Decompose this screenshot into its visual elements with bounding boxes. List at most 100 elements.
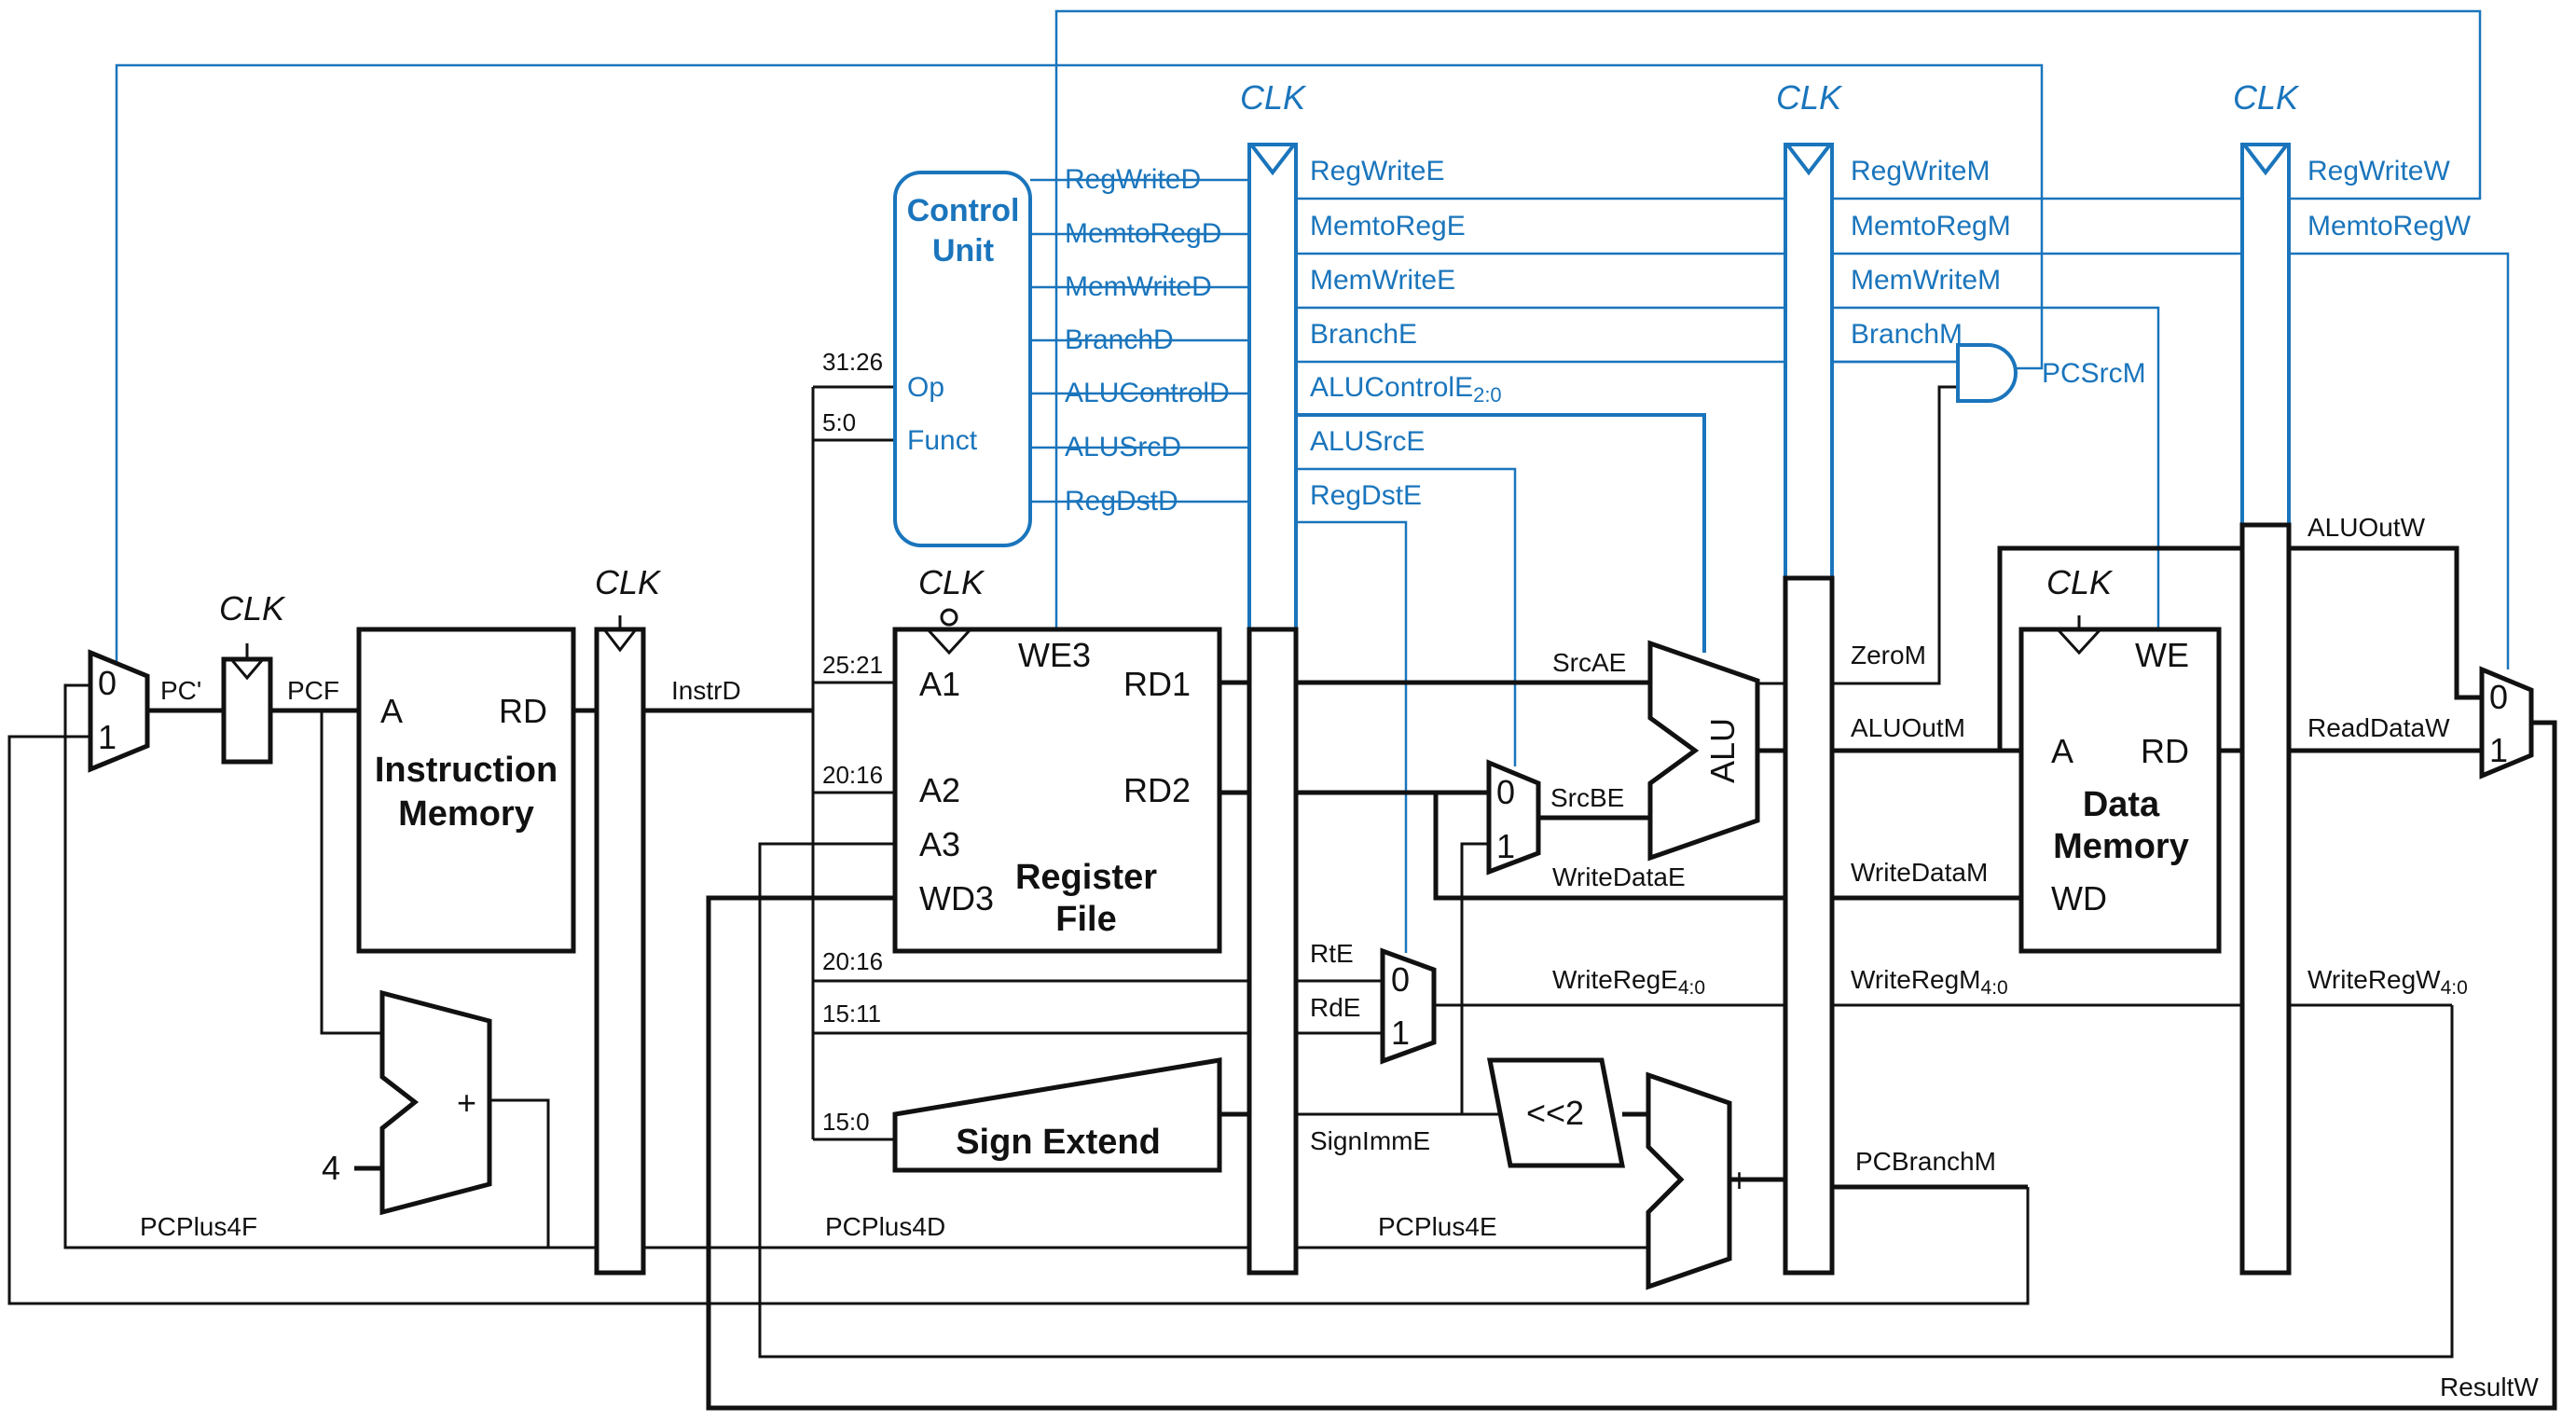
ctl-branchm: BranchM	[1851, 319, 1963, 350]
sig-instrd: InstrD	[671, 676, 741, 705]
bits-20-16-b: 20:16	[822, 947, 883, 975]
clk-label-mw: CLK	[2233, 78, 2300, 117]
ctl-memwrited: MemWriteD	[1065, 271, 1212, 302]
bits-31-26: 31:26	[822, 348, 883, 376]
fd-register	[594, 627, 646, 1276]
data-wires	[7, 385, 2557, 1411]
ctl-regdstd: RegDstD	[1065, 486, 1178, 517]
ctl-memtoregm: MemtoRegM	[1851, 211, 2011, 241]
sig-pcsrcm: PCSrcM	[2042, 358, 2146, 389]
imem-title-line2: Memory	[398, 794, 534, 834]
bits-20-16-a: 20:16	[822, 761, 883, 789]
sig-writerege-name: WriteRegE	[1552, 965, 1678, 994]
em-register	[1783, 575, 1835, 1276]
bits-25-21: 25:21	[822, 651, 883, 679]
ctl-regwrited: RegWriteD	[1065, 164, 1201, 195]
ctl-alusrce: ALUSrcE	[1310, 426, 1425, 457]
bits-15-0: 15:0	[822, 1108, 870, 1136]
control-wires	[115, 9, 2510, 953]
control-unit-title-line1: Control	[907, 193, 1020, 228]
sig-writeregm-sub: 4:0	[1981, 977, 2008, 999]
clk-label-dmem: CLK	[2046, 563, 2114, 601]
pcplus4-adder	[379, 989, 492, 1216]
de-register	[1247, 627, 1299, 1276]
ctl-alusrcd: ALUSrcD	[1065, 432, 1181, 462]
control-unit-op: Op	[907, 372, 944, 403]
shift-left-2	[1486, 1057, 1626, 1168]
regfile-a3: A3	[919, 825, 960, 863]
dmem-port-we: WE	[2135, 636, 2189, 674]
imem-port-rd: RD	[499, 692, 547, 730]
bits-15-11: 15:11	[822, 1000, 881, 1028]
control-unit-title-line2: Unit	[932, 233, 994, 269]
shift-left-2-label: <<2	[1526, 1094, 1584, 1132]
alu	[1647, 640, 1760, 862]
dmem-title-line2: Memory	[2053, 827, 2189, 866]
branch-adder-plus: +	[1729, 1161, 1749, 1199]
bits-5-0: 5:0	[822, 408, 856, 436]
sig-pcplus4d: PCPlus4D	[825, 1212, 945, 1241]
dmem-title-line1: Data	[2083, 785, 2160, 824]
sig-writeregw: WriteRegW4:0	[2307, 965, 2468, 999]
sig-writerege: WriteRegE4:0	[1552, 965, 1705, 999]
mw-register-control	[2240, 143, 2291, 527]
control-unit-funct: Funct	[907, 425, 978, 456]
ctl-branchd: BranchD	[1065, 324, 1174, 355]
pc-register	[221, 656, 273, 765]
sig-writeregw-name: WriteRegW	[2307, 965, 2441, 994]
sig-aluoutw: ALUOutW	[2307, 513, 2426, 542]
result-mux-in0: 0	[2489, 678, 2508, 716]
pc-mux	[88, 649, 150, 773]
sig-srcbe: SrcBE	[1550, 783, 1624, 812]
mw-register	[2239, 522, 2292, 1276]
ctl-memwritem: MemWriteM	[1851, 265, 2001, 296]
control-unit	[893, 171, 1032, 547]
regfile-rd2: RD2	[1123, 771, 1191, 809]
writereg-mux-in0: 0	[1391, 960, 1410, 999]
regfile-a1: A1	[919, 665, 960, 703]
srcb-mux-in1: 1	[1496, 827, 1515, 865]
constant-four: 4	[322, 1149, 340, 1187]
sig-signimme: SignImmE	[1310, 1126, 1430, 1155]
ctl-alucontrole-sub: 2:0	[1473, 383, 1502, 407]
imem-title-line1: Instruction	[375, 751, 558, 790]
sig-aluoutm: ALUOutM	[1851, 713, 1965, 742]
writereg-mux	[1380, 947, 1437, 1065]
ctl-alucontrole-name: ALUControlE	[1310, 372, 1473, 403]
alu-label: ALU	[1703, 718, 1742, 783]
ctl-alucontrold: ALUControlD	[1065, 378, 1230, 408]
sig-writeregm: WriteRegM4:0	[1851, 965, 2008, 999]
branch-and-gate	[1956, 343, 2018, 403]
sig-pcf: PCF	[287, 676, 339, 705]
regfile-title-line2: File	[1055, 900, 1116, 939]
de-register-control	[1247, 143, 1298, 631]
data-memory	[2018, 627, 2222, 954]
sig-rde: RdE	[1310, 993, 1360, 1022]
sign-extend	[892, 1057, 1222, 1173]
srcb-mux	[1486, 759, 1541, 876]
ctl-regdste: RegDstE	[1310, 480, 1422, 511]
ctl-branche: BranchE	[1310, 319, 1417, 350]
sig-pcbranchm: PCBranchM	[1855, 1147, 1996, 1176]
ctl-regwritee: RegWriteE	[1310, 156, 1445, 186]
sig-pcplus4f: PCPlus4F	[140, 1212, 257, 1241]
ctl-memtorege: MemtoRegE	[1310, 211, 1466, 241]
sig-zerom: ZeroM	[1851, 641, 1926, 669]
instruction-memory	[356, 627, 576, 954]
srcb-mux-in0: 0	[1496, 773, 1515, 811]
bitfield-labels: 31:26 5:0 25:21 20:16 20:16 15:11 15:0	[822, 348, 883, 1136]
pc-mux-in1: 1	[98, 718, 117, 756]
control-labels-decode: RegWriteD MemtoRegD MemWriteD BranchD AL…	[1065, 164, 1230, 517]
regfile-wd3: WD3	[919, 879, 994, 917]
branch-adder	[1646, 1071, 1732, 1290]
sign-extend-label: Sign Extend	[956, 1123, 1161, 1162]
sig-srcae: SrcAE	[1552, 648, 1626, 677]
control-labels-execute: RegWriteE MemtoRegE MemWriteE BranchE AL…	[1310, 156, 1502, 511]
clk-label-fd: CLK	[595, 563, 662, 601]
imem-port-a: A	[380, 692, 403, 730]
result-mux	[2479, 666, 2534, 779]
ctl-memtoregd: MemtoRegD	[1065, 218, 1221, 249]
dmem-port-a: A	[2051, 732, 2073, 770]
clk-label-em: CLK	[1776, 78, 1843, 117]
